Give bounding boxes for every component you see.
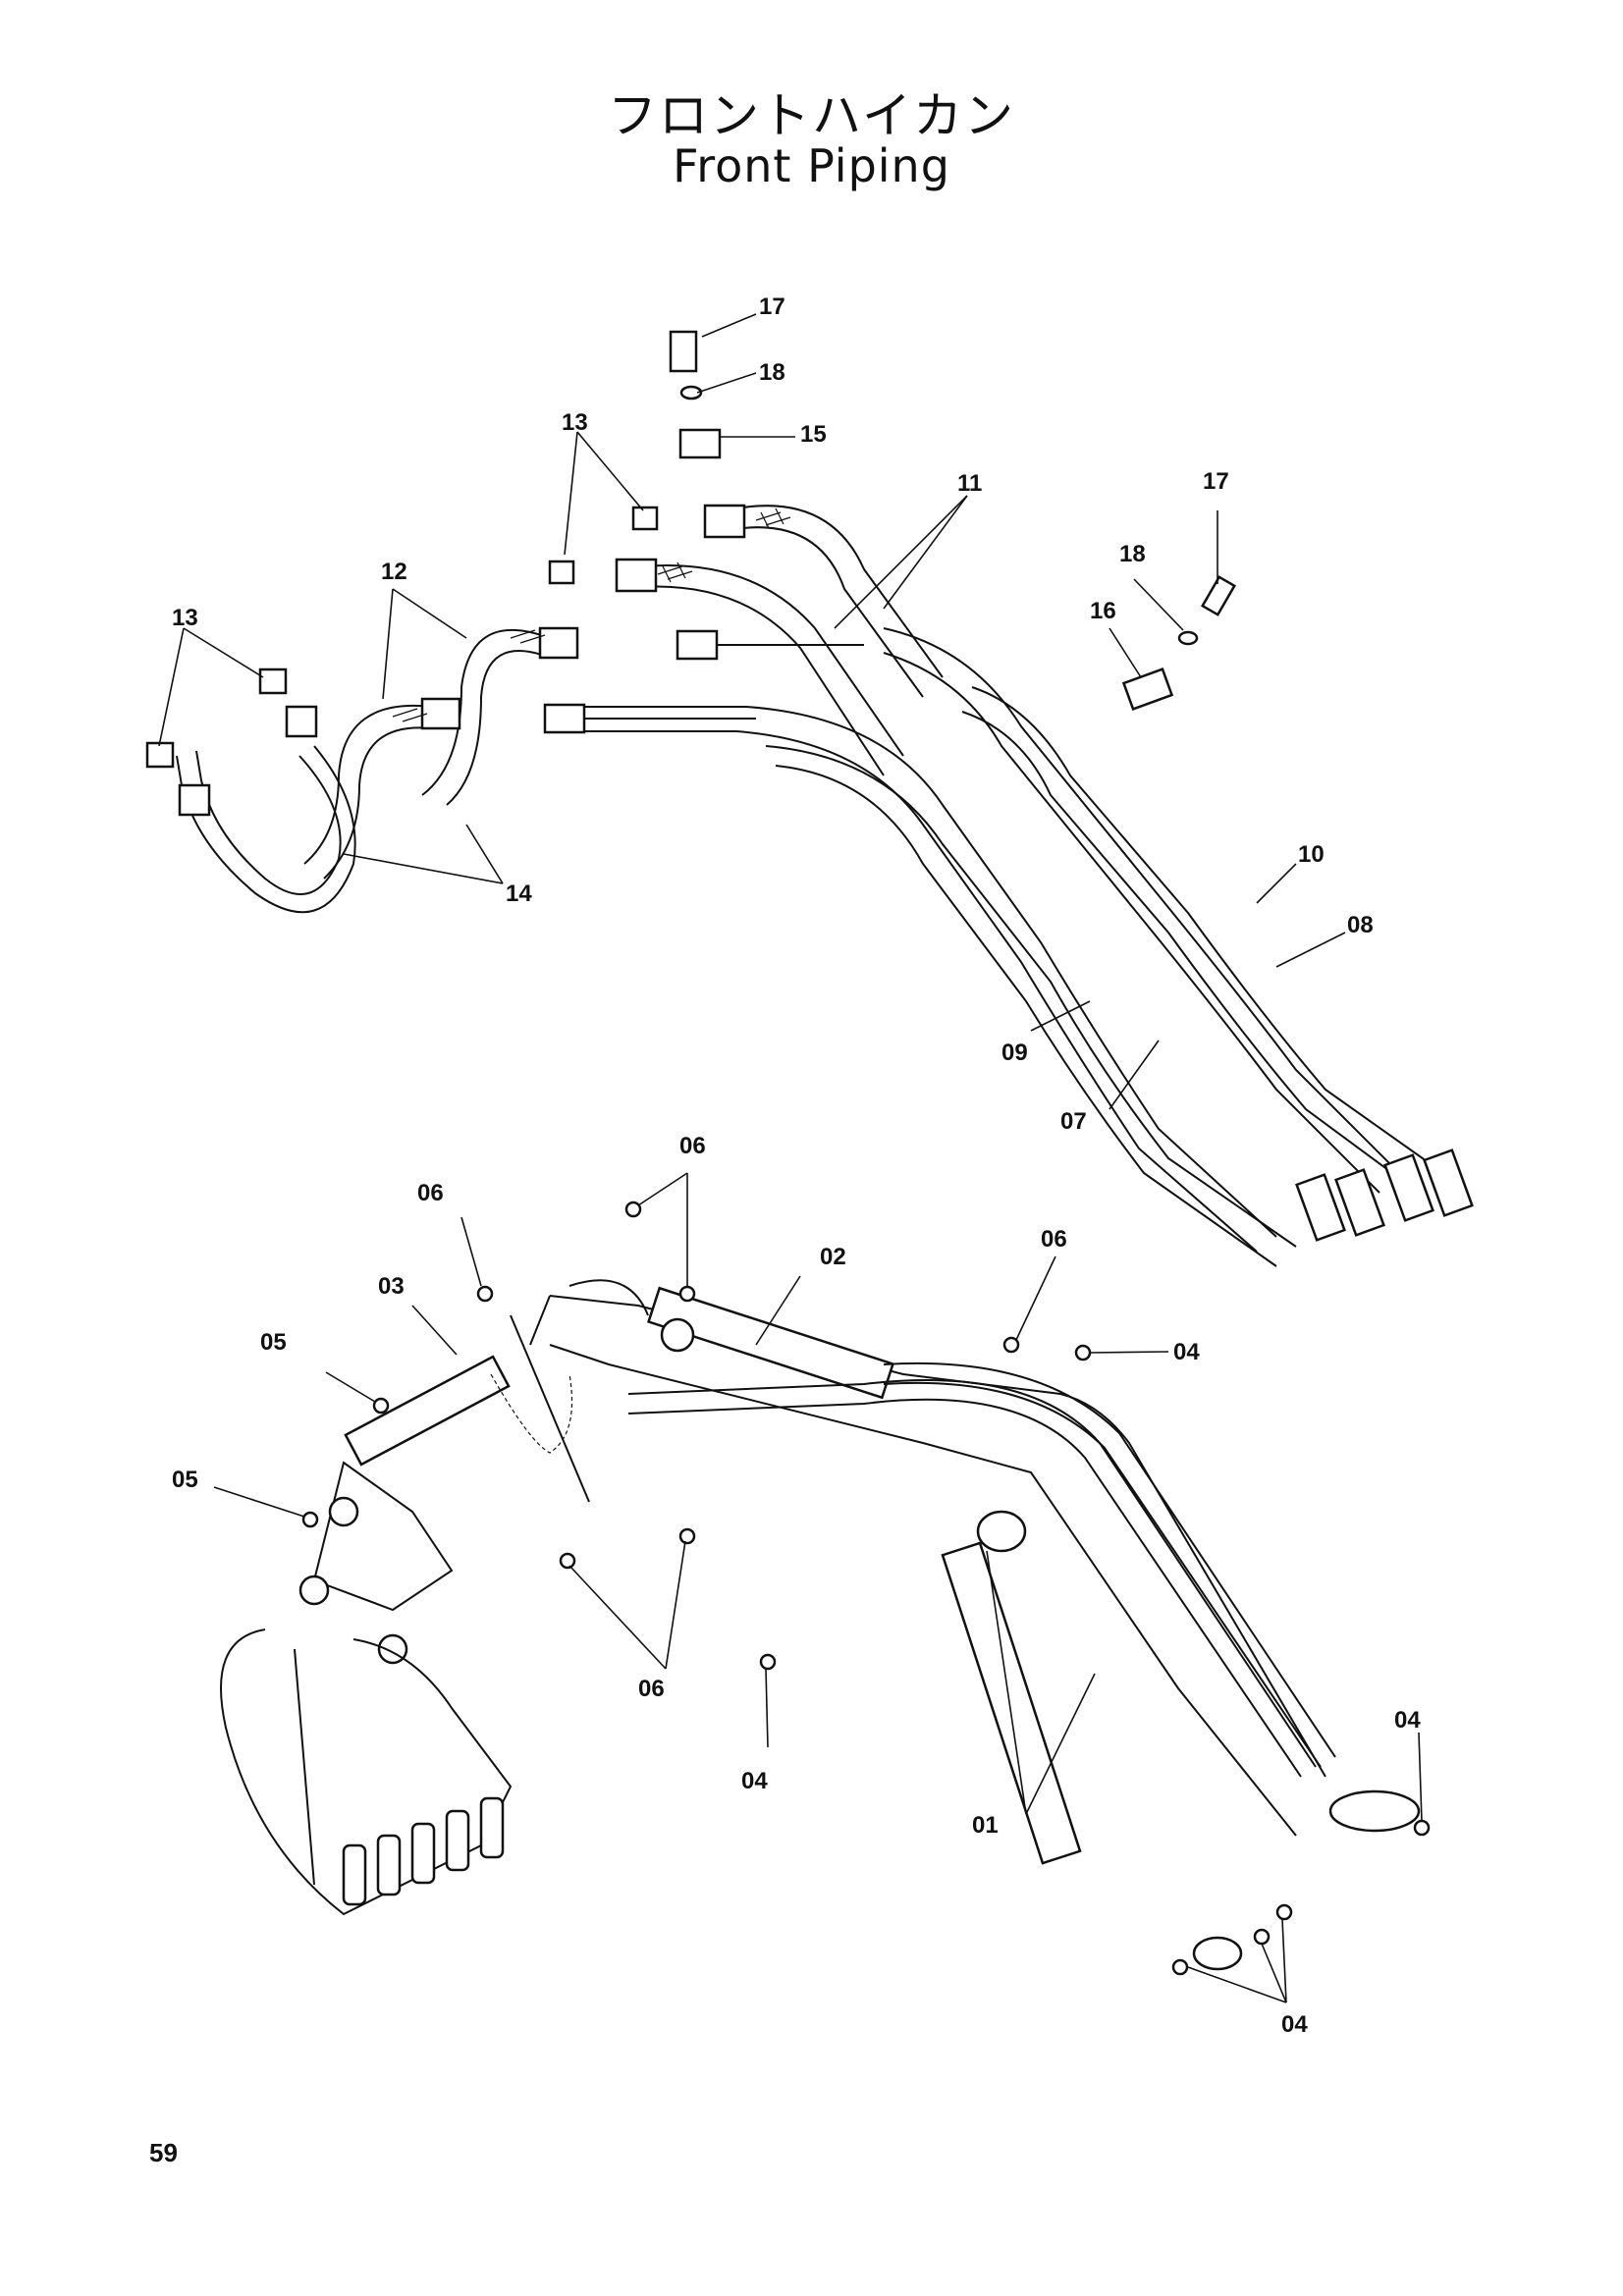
callout-08: 08: [1347, 912, 1374, 938]
callout-11: 11: [957, 470, 982, 497]
callout-labels: 17 18 15 13 11 17 18 16 12 13 14 10 08 0…: [172, 294, 1421, 2038]
callout-10: 10: [1298, 841, 1325, 868]
callout-09: 09: [1001, 1040, 1028, 1066]
boom-arm-assembly: [220, 1201, 1431, 1976]
callout-17: 17: [759, 294, 785, 320]
callout-04: 04: [1394, 1707, 1421, 1734]
callout-04: 04: [1281, 2011, 1308, 2038]
callout-04: 04: [1173, 1339, 1200, 1365]
page-title-japanese: フロントハイカン: [608, 87, 1015, 144]
page-number: 59: [149, 2138, 178, 2167]
callout-14: 14: [506, 881, 532, 907]
leader-lines: [158, 313, 1423, 2003]
callout-18: 18: [759, 359, 785, 386]
callout-04: 04: [741, 1768, 768, 1794]
callout-13: 13: [172, 605, 198, 631]
callout-05: 05: [260, 1329, 287, 1356]
callout-03: 03: [378, 1273, 405, 1300]
callout-18: 18: [1119, 541, 1146, 567]
hose-assembly-upper: [145, 330, 1474, 1267]
callout-17: 17: [1203, 468, 1229, 495]
callout-13: 13: [562, 409, 588, 436]
callout-06: 06: [679, 1133, 706, 1159]
callout-16: 16: [1090, 598, 1116, 624]
callout-12: 12: [381, 559, 407, 585]
callout-15: 15: [800, 421, 827, 448]
page-title: Front Piping: [673, 139, 950, 192]
callout-06: 06: [417, 1180, 444, 1206]
callout-05: 05: [172, 1467, 198, 1493]
callout-07: 07: [1060, 1108, 1087, 1135]
callout-06: 06: [638, 1676, 665, 1702]
callout-02: 02: [820, 1244, 846, 1270]
callout-01: 01: [972, 1812, 999, 1839]
callout-06: 06: [1041, 1226, 1067, 1253]
